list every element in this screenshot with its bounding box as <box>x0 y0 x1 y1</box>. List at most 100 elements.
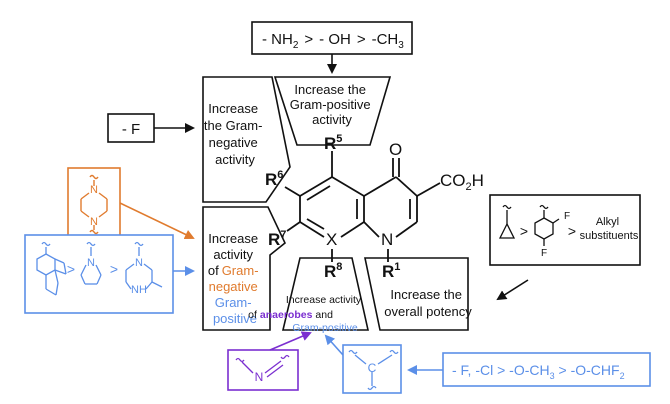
amine-ranking-box: > > N N NH <box>24 234 174 314</box>
r6-superscript: 6 <box>277 169 283 181</box>
piperazine-n: N <box>90 216 98 228</box>
imine-box: N <box>227 349 299 391</box>
r1-panel-line: Increase the <box>390 287 462 302</box>
quinolone-core <box>284 151 441 262</box>
r7-panel-of: of <box>208 263 219 278</box>
halogen-subscript: 3 <box>550 371 555 381</box>
svg-text:Alkyl substituents: Alkyl substituents <box>580 216 639 242</box>
ch3-subscript: 3 <box>398 40 404 51</box>
r8-label: R <box>324 262 336 281</box>
r5-superscript: 5 <box>336 133 342 145</box>
fluoro-box: - F <box>107 113 155 143</box>
halogen-text: - F, -Cl > -O-CH <box>452 362 550 378</box>
arrow-orange-to-r7 <box>119 202 195 240</box>
svg-text:Increase the Gram-positi: Increase the Gram-positive activity <box>290 82 375 127</box>
r1-panel-line: overall potency <box>384 304 472 319</box>
alkyl-label: substituents <box>580 230 639 242</box>
svg-text:R6: R6 <box>265 169 283 189</box>
r6-panel-line: negative <box>209 135 258 150</box>
svg-text:R5: R5 <box>324 133 342 153</box>
r5-panel-line: Increase the <box>294 82 366 97</box>
r6-label: R <box>265 170 277 189</box>
piperazine-nh-h: H <box>139 284 147 296</box>
r6-panel-line: Increase <box>208 101 258 116</box>
r7-superscript: 7 <box>280 229 286 241</box>
carboxyl-text: CO <box>440 171 466 190</box>
svg-text:Increase the Gram-: Increase the Gram- negative activity <box>204 101 266 167</box>
r5-panel: Increase the Gram-positive activity <box>273 76 392 146</box>
r6-panel-line: the Gram- <box>204 118 263 133</box>
r1-label: R <box>382 262 394 281</box>
carboxyl-subscript: 2 <box>466 181 472 193</box>
fluorine-label: F <box>564 211 570 222</box>
r1-superscript: 1 <box>394 261 400 273</box>
svg-text:- F, -Cl > -O-CH3 > -O-CHF2: - F, -Cl > -O-CH3 > -O-CHF2 <box>452 362 625 381</box>
x-atom: X <box>326 230 337 249</box>
fluoro-label: - F <box>122 121 140 138</box>
r1-panel: Increase the overall potency <box>364 257 472 331</box>
r5-panel-line: Gram-positive <box>290 97 371 112</box>
n1-atom: N <box>381 230 393 249</box>
svg-text:CO2H: CO2H <box>440 171 484 193</box>
svg-text:R8: R8 <box>324 261 342 281</box>
piperazine-n: N <box>135 257 143 269</box>
svg-text:R1: R1 <box>382 261 400 281</box>
gt-sign: > <box>568 223 576 239</box>
ch3-text: -CH <box>372 31 399 48</box>
r7-gram-negative: negative <box>209 279 258 294</box>
r7-panel-line: Increase <box>208 231 258 246</box>
r7-gram-positive: Gram- <box>215 295 252 310</box>
piperazine-n: N <box>90 184 98 196</box>
carbon-box: C <box>342 344 402 394</box>
svg-text:- NH2>- OH>-CH3: - NH2 > - OH > -CH3 <box>262 31 404 51</box>
nh2-text: - NH <box>262 31 293 48</box>
pyrrolidine-n: N <box>87 257 95 269</box>
r8-gram-positive: Gram-positive <box>292 322 358 334</box>
arrow-to-r1-panel <box>496 279 529 301</box>
gt-sign: > <box>304 31 313 48</box>
r6-panel-line: activity <box>215 152 255 167</box>
halogen-subscript: 2 <box>620 371 625 381</box>
carbonyl-oxygen: O <box>389 140 402 159</box>
r7-gram-positive: positive <box>213 311 257 326</box>
gt-sign: > <box>67 261 75 277</box>
r7-label: R <box>268 230 280 249</box>
r5-panel-line: activity <box>312 112 352 127</box>
gt-sign: > <box>520 223 528 239</box>
r6-panel: Increase the Gram- negative activity <box>202 76 291 203</box>
r8-panel-line: Increase activity <box>286 294 362 306</box>
r5-label: R <box>324 134 336 153</box>
halogen-box: - F, -Cl > -O-CH3 > -O-CHF2 <box>442 352 651 387</box>
svg-text:Increase the overall pot: Increase the overall potency <box>384 287 472 319</box>
r8-and: and <box>315 309 333 321</box>
r8-superscript: 8 <box>336 261 342 273</box>
gt-sign: > <box>357 31 366 48</box>
oh-text: - OH <box>319 31 351 48</box>
piperazine-box: N N <box>67 167 121 237</box>
gt-sign: > <box>110 261 118 277</box>
nh2-subscript: 2 <box>293 40 299 51</box>
r8-of: of <box>248 309 257 321</box>
arrow-blue-to-r8 <box>324 334 344 356</box>
carboxyl-h: H <box>472 171 484 190</box>
arrow-purple-to-r8 <box>269 331 312 351</box>
r5-substituent-box: - NH2 > - OH > -CH3 <box>251 21 413 55</box>
svg-text:NH: NH <box>131 284 147 296</box>
r7-panel-line: activity <box>213 247 253 262</box>
r1-substituent-box: > > F F Alkyl substituents <box>489 194 641 266</box>
halogen-text: > -O-CHF <box>555 362 620 378</box>
fluorine-label: F <box>541 248 547 259</box>
imine-n: N <box>255 370 264 384</box>
carbon-c: C <box>368 361 377 375</box>
r7-gram-negative: Gram- <box>222 263 259 278</box>
r8-anaerobes: anaerobes <box>260 309 313 321</box>
alkyl-label: Alkyl <box>596 216 619 228</box>
molecule-labels: O CO2H R5 R6 R7 X N R8 R1 <box>265 133 484 281</box>
piperazine-nh-n: N <box>131 284 139 296</box>
svg-text:R7: R7 <box>268 229 286 249</box>
